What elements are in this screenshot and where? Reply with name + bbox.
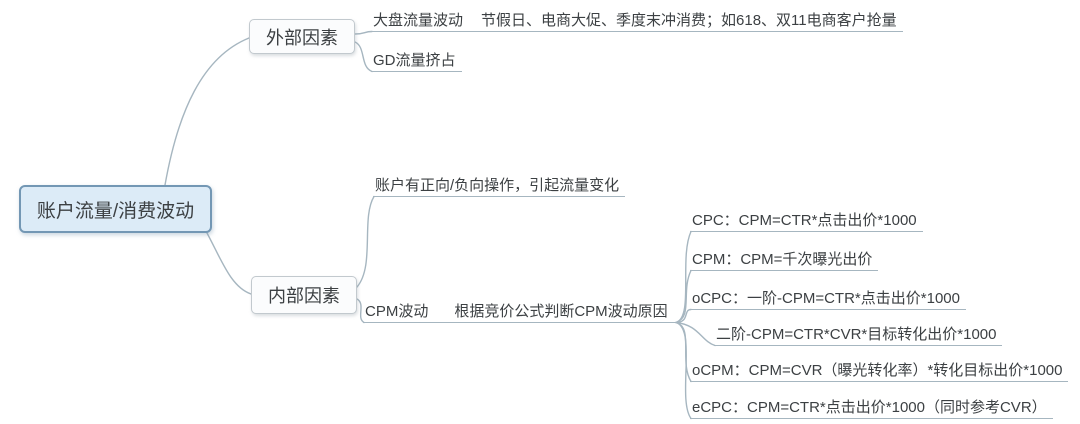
leaf-ecpc-formula[interactable]: eCPC：CPM=CTR*点击出价*1000（同时参考CVR） [690, 397, 1053, 419]
leaf-ocpc-stage2-formula-text: 二阶-CPM=CTR*CVR*目标转化出价*1000 [716, 326, 997, 343]
connector-internal-cpm [356, 298, 365, 324]
leaf-cpm-formula-text: CPM：CPM=千次曝光出价 [692, 251, 873, 268]
connector-cpm-ecpc [675, 321, 692, 420]
leaf-ecpc-formula-text: eCPC：CPM=CTR*点击出价*1000（同时参考CVR） [692, 399, 1047, 416]
leaf-ocpc-stage2-formula[interactable]: 二阶-CPM=CTR*CVR*目标转化出价*1000 [714, 324, 1003, 346]
leaf-market-traffic[interactable]: 大盘流量波动 节假日、电商大促、季度末冲消费；如618、双11电商客户抢量 [371, 10, 903, 32]
internal-factors-topic[interactable]: 内部因素 [251, 276, 357, 314]
leaf-ocpm-formula-text: oCPM：CPM=CVR（曝光转化率）*转化目标出价*1000 [692, 362, 1063, 379]
connector-internal-operation [356, 195, 375, 288]
external-factors-topic[interactable]: 外部因素 [249, 19, 355, 54]
connector-cpm-cpc [675, 230, 692, 324]
connector-external-market [354, 30, 373, 35]
leaf-market-traffic-label: 大盘流量波动 [373, 12, 464, 29]
leaf-cpm-fluctuation-note: 根据竞价公式判断CPM波动原因 [454, 303, 668, 320]
connector-cpm-ocpc-stage2 [675, 321, 716, 347]
leaf-ocpm-formula[interactable]: oCPM：CPM=CVR（曝光转化率）*转化目标出价*1000 [690, 360, 1069, 382]
root-topic[interactable]: 账户流量/消费波动 [19, 185, 212, 233]
leaf-gd-traffic[interactable]: GD流量挤占 [371, 50, 462, 72]
connector-root-internal [206, 232, 252, 295]
connector-root-external [164, 37, 250, 186]
leaf-account-operation-label: 账户有正向/负向操作，引起流量变化 [375, 177, 620, 194]
root-topic-label: 账户流量/消费波动 [36, 200, 195, 222]
leaf-cpm-formula[interactable]: CPM：CPM=千次曝光出价 [690, 249, 879, 271]
leaf-cpm-fluctuation[interactable]: CPM波动 根据竞价公式判断CPM波动原因 [363, 301, 677, 323]
external-factors-label: 外部因素 [266, 27, 338, 48]
connector-external-gd [354, 41, 373, 73]
leaf-ocpc-formula-text: oCPC：一阶-CPM=CTR*点击出价*1000 [692, 290, 960, 307]
leaf-account-operation[interactable]: 账户有正向/负向操作，引起流量变化 [373, 175, 626, 197]
leaf-gd-traffic-label: GD流量挤占 [373, 52, 456, 69]
internal-factors-label: 内部因素 [268, 286, 340, 306]
leaf-market-traffic-note: 节假日、电商大促、季度末冲消费；如618、双11电商客户抢量 [481, 12, 897, 29]
connector-cpm-ocpc [675, 308, 692, 324]
leaf-cpc-formula[interactable]: CPC：CPM=CTR*点击出价*1000 [690, 210, 923, 232]
leaf-cpm-fluctuation-label: CPM波动 [365, 303, 429, 320]
connector-cpm-cpmf [675, 269, 692, 324]
leaf-ocpc-formula[interactable]: oCPC：一阶-CPM=CTR*点击出价*1000 [690, 288, 966, 310]
leaf-cpc-formula-text: CPC：CPM=CTR*点击出价*1000 [692, 212, 917, 229]
